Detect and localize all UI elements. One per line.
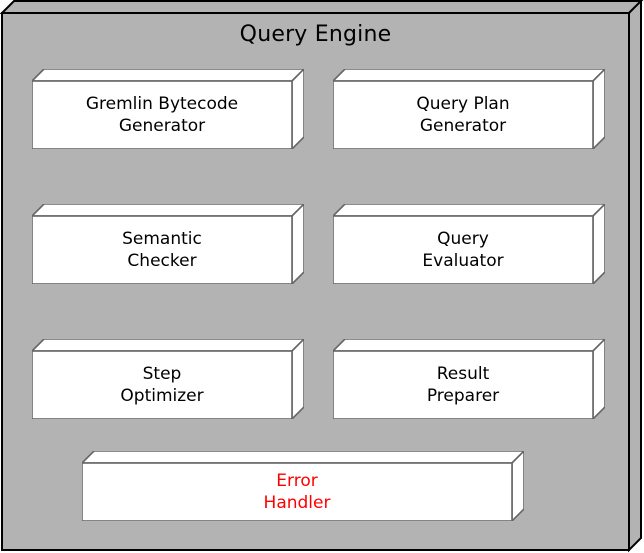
module-label-semantic-checker: Semantic Checker: [122, 229, 202, 271]
module-box-result-preparer: Result Preparer: [333, 339, 605, 419]
box-3d-shape: [333, 339, 605, 419]
module-label-step-optimizer: Step Optimizer: [120, 364, 204, 406]
module-box-query-plan-generator: Query Plan Generator: [333, 69, 605, 149]
container-right-face: [628, 0, 642, 553]
box-3d-shape: [333, 204, 605, 284]
box-3d-shape: [32, 204, 304, 284]
module-label-result-preparer: Result Preparer: [426, 364, 500, 406]
diagram-title: Query Engine: [239, 22, 392, 47]
module-label-error-handler: Error Handler: [263, 471, 331, 513]
module-label-gremlin-bytecode-generator: Gremlin Bytecode Generator: [85, 94, 239, 136]
module-box-semantic-checker: Semantic Checker: [32, 204, 304, 284]
container-top-face: [0, 0, 644, 14]
module-box-gremlin-bytecode-generator: Gremlin Bytecode Generator: [32, 69, 304, 149]
box-3d-shape: [32, 69, 304, 149]
box-3d-shape: [333, 69, 605, 149]
module-box-query-evaluator: Query Evaluator: [333, 204, 605, 284]
box-3d-shape: [82, 451, 524, 521]
module-box-step-optimizer: Step Optimizer: [32, 339, 304, 419]
module-box-error-handler: Error Handler: [82, 451, 524, 521]
box-3d-shape: [32, 339, 304, 419]
module-label-query-plan-generator: Query Plan Generator: [416, 94, 510, 136]
module-label-query-evaluator: Query Evaluator: [422, 229, 504, 271]
